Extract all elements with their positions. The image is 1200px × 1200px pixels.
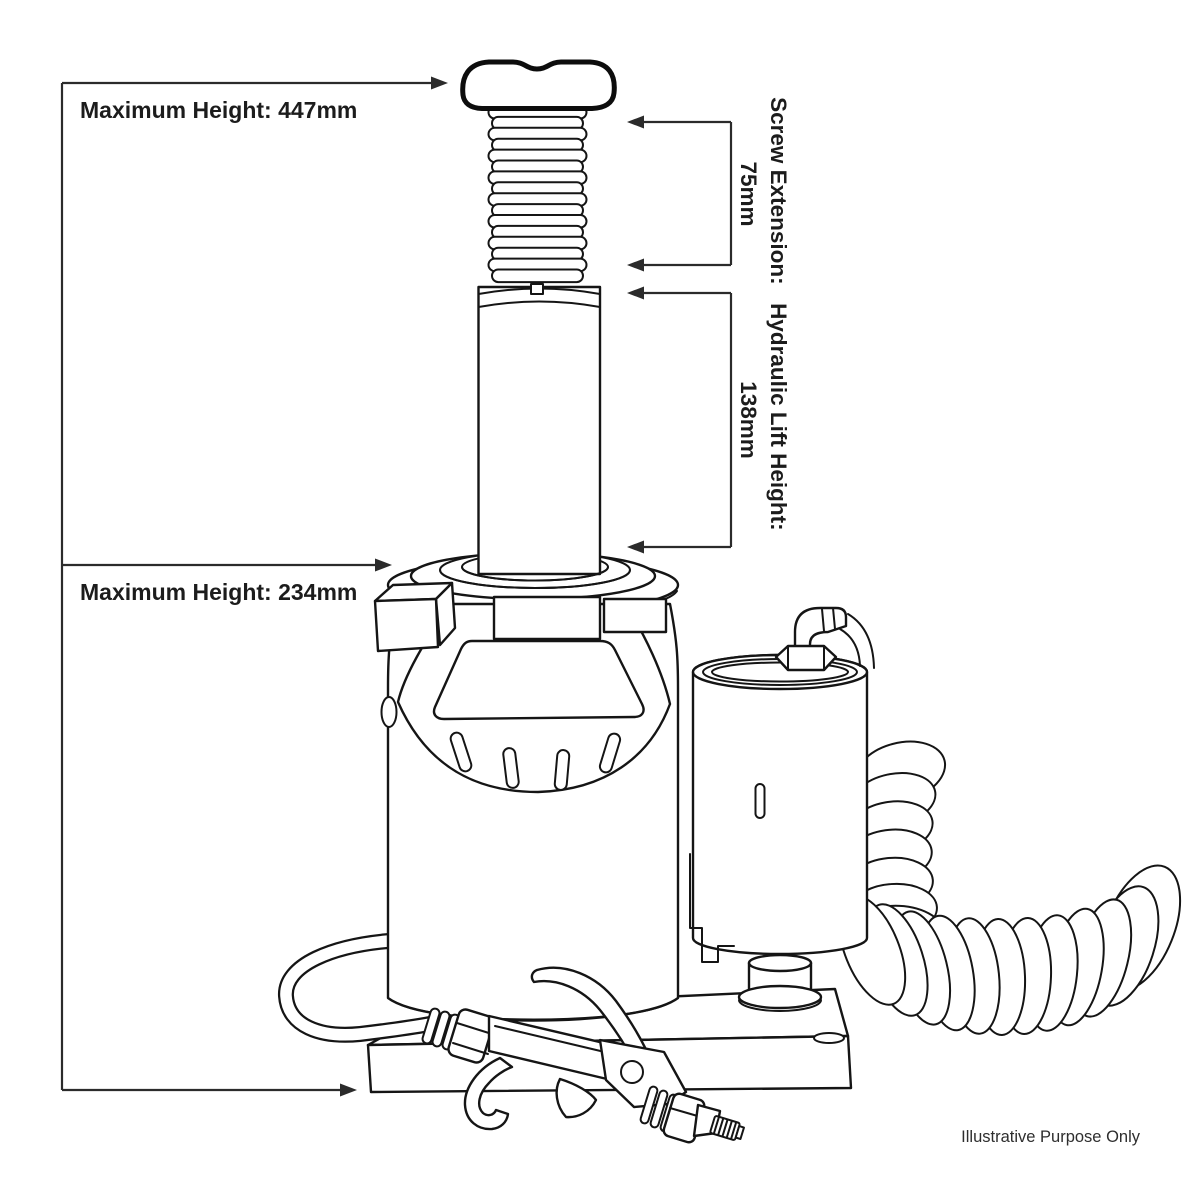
air-line-hose: [278, 932, 438, 1043]
air-inlet-elbow: [774, 606, 875, 672]
dim-bracket-screw: [644, 120, 733, 267]
label-hydraulic-lift-height: Hydraulic Lift Height: 138mm: [736, 303, 791, 537]
arrow-left-icon: [627, 540, 644, 554]
label-screw-extension: Screw Extension: 75mm: [736, 97, 791, 291]
arrow-right-icon: [340, 1083, 357, 1097]
saddle: [460, 59, 617, 111]
footnote-text: Illustrative Purpose Only: [961, 1128, 1141, 1146]
carry-handle: [396, 595, 672, 794]
blow-gun: [421, 966, 745, 1144]
label-max-height-extended: Maximum Height: 447mm: [80, 97, 357, 123]
vent-slot: [754, 783, 766, 819]
label-max-height-min: Maximum Height: 234mm: [80, 579, 357, 605]
hydraulic-ram: [477, 283, 602, 576]
hex-nut: [774, 644, 838, 672]
pedestal: [737, 953, 823, 1012]
air-motor: [689, 606, 875, 1012]
arrow-left-icon: [627, 286, 644, 300]
front-plate-right: [602, 597, 668, 634]
front-plate: [492, 595, 602, 641]
ram-notch: [530, 283, 544, 295]
side-lug: [373, 581, 457, 653]
collar-front-rims: [439, 566, 631, 589]
side-boss: [380, 696, 398, 728]
arrow-right-icon: [431, 76, 448, 90]
dim-bracket-lift: [644, 291, 733, 549]
bottom-rim: [396, 1002, 670, 1021]
pivot-pin: [620, 1060, 644, 1084]
arrow-left-icon: [627, 258, 644, 272]
handle-teeth: [449, 731, 622, 791]
arrow-right-icon: [375, 558, 392, 572]
gun-hook: [463, 1056, 514, 1131]
mounting-bracket: [689, 853, 735, 963]
arrow-left-icon: [627, 115, 644, 129]
extension-screw: [487, 105, 588, 284]
threaded-tip: [709, 1115, 745, 1141]
bolt-hole: [813, 1032, 845, 1044]
dimension-annotations: Maximum Height: 447mm Maximum Height: 23…: [60, 76, 1141, 1146]
coiled-air-hose: [837, 740, 1182, 1036]
